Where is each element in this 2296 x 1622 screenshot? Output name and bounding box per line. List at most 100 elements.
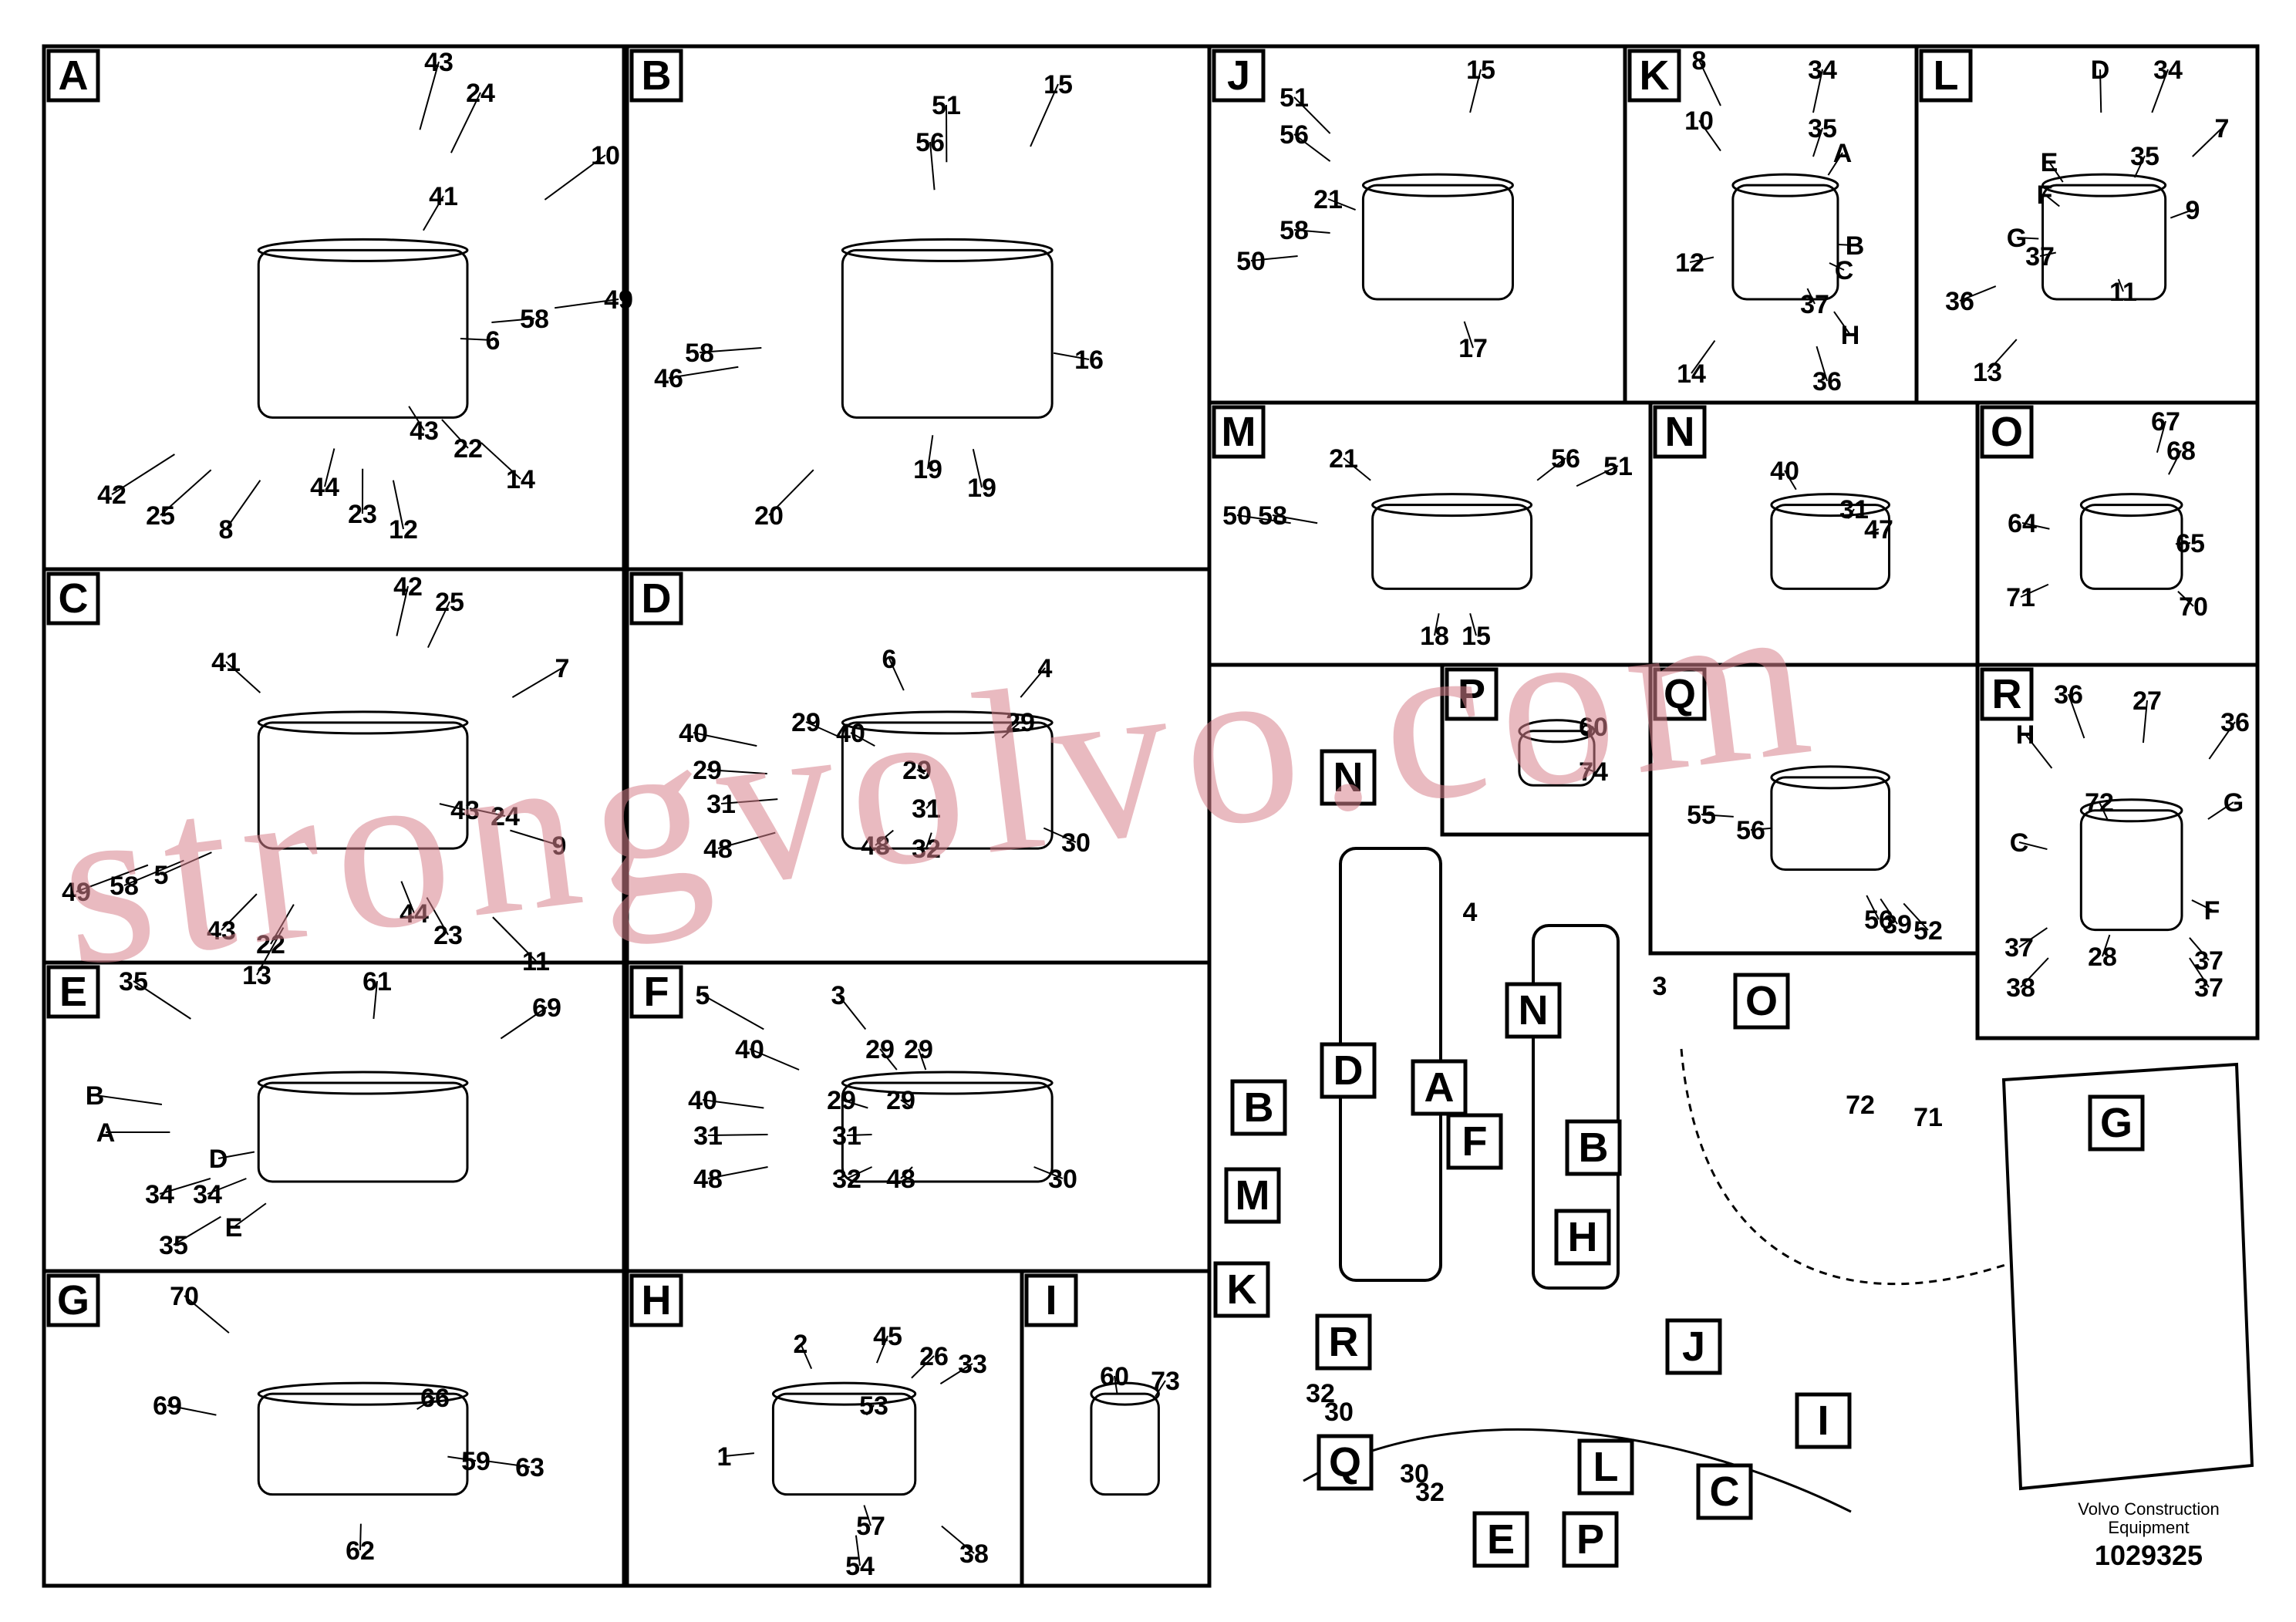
overview-callout: N [1333,754,1364,801]
part-number-label: 57 [856,1512,885,1541]
leader-line [2189,957,2210,988]
part-number-label: 22 [453,434,483,464]
leader-line [487,1460,531,1468]
panel-letter: E [59,969,87,1015]
overview-part-number: 71 [1913,1103,1943,1132]
leader-line [916,769,925,775]
part-number-label: F [2204,896,2220,926]
leader-line [972,449,983,488]
tank-outline [2001,1062,2254,1491]
leader-line [846,1166,872,1179]
part-number-label: 28 [2088,943,2117,972]
part-number-label: 31 [832,1121,861,1151]
panel-letter: A [59,52,89,99]
leader-line [439,803,466,811]
leader-line [888,658,905,691]
leader-line [1847,508,1855,519]
leader-line [2099,69,2102,113]
leader-line [1030,83,1059,147]
overview-part-number: 4 [1463,898,1478,927]
panel-letter: H [642,1277,672,1324]
overview-callout: H [1568,1214,1598,1260]
leader-line [925,801,932,809]
part-number-label: 63 [515,1453,544,1482]
leader-line [450,92,481,153]
leader-line [929,141,936,191]
part-number-label: 13 [1973,358,2002,387]
part-number-label: 32 [912,835,941,864]
panel-border [625,44,1212,572]
leader-line [927,435,934,470]
overview-callout-box [1317,1434,1374,1491]
leader-line [1043,827,1077,843]
part-number-label: 23 [433,921,463,950]
overview-callout-box [1320,749,1377,806]
component-ring [1770,765,1891,790]
leader-line [2018,841,2048,851]
overview-callout-box [1565,1119,1622,1176]
leader-line [2177,591,2194,607]
panel-letter-box [629,965,683,1019]
panel-letter-box [46,572,100,626]
leader-line [460,337,494,341]
leader-line [1001,721,1021,739]
component-outline [2041,184,2167,301]
component-ring [2079,798,2183,823]
component-ring [2041,173,2167,197]
leader-line [768,469,814,516]
panel-letter-box [1445,667,1499,721]
leader-line [2192,127,2223,157]
leader-line [1812,69,1823,113]
panel-letter-box [1212,405,1266,459]
component-outline [1361,184,1514,301]
panel-letter: F [644,969,669,1015]
leader-line [2208,721,2236,760]
overview-callout-box [1562,1511,1619,1568]
part-number-label: 59 [461,1447,491,1476]
part-number-label: 44 [400,899,429,929]
part-number-label: 15 [1462,622,1491,651]
part-number-label: 6 [486,326,501,356]
part-number-label: 34 [145,1180,174,1209]
panel-letter: L [1934,52,1959,99]
panel-border [1975,663,2260,1040]
leader-line [167,1404,217,1416]
leader-line [693,732,757,747]
leader-line [2048,161,2064,183]
leader-line [324,448,335,487]
leader-line [1293,133,1331,162]
part-number-label: E [225,1213,243,1243]
part-number-label: 48 [703,835,733,864]
part-number-label: D [209,1145,228,1174]
overview-callout: L [1593,1444,1619,1490]
panel-letter-box [629,49,683,103]
leader-line [492,916,537,962]
leader-line [419,61,440,130]
leader-line [699,346,762,353]
overview-callout-box [1446,1113,1503,1170]
leader-line [900,1166,913,1179]
leader-line [875,829,894,846]
part-number-label: 42 [97,481,126,510]
component-ring [1770,493,1891,518]
panel-letter-box [1980,405,2034,459]
component-outline [257,721,469,850]
overview-callout: R [1329,1319,1359,1365]
panel-letter-box [629,572,683,626]
leader-line [1576,465,1619,487]
leader-line [2170,209,2193,219]
panel-letter: Q [1664,671,1696,717]
overview-callout: Q [1329,1439,1361,1485]
hose-route [1680,1048,2006,1286]
leader-line [221,893,258,931]
panel-letter: P [1458,671,1485,717]
overview-callout-box [1320,1042,1377,1099]
leader-line [1272,514,1318,524]
leader-line [111,454,175,495]
overview-callout: M [1236,1172,1270,1219]
